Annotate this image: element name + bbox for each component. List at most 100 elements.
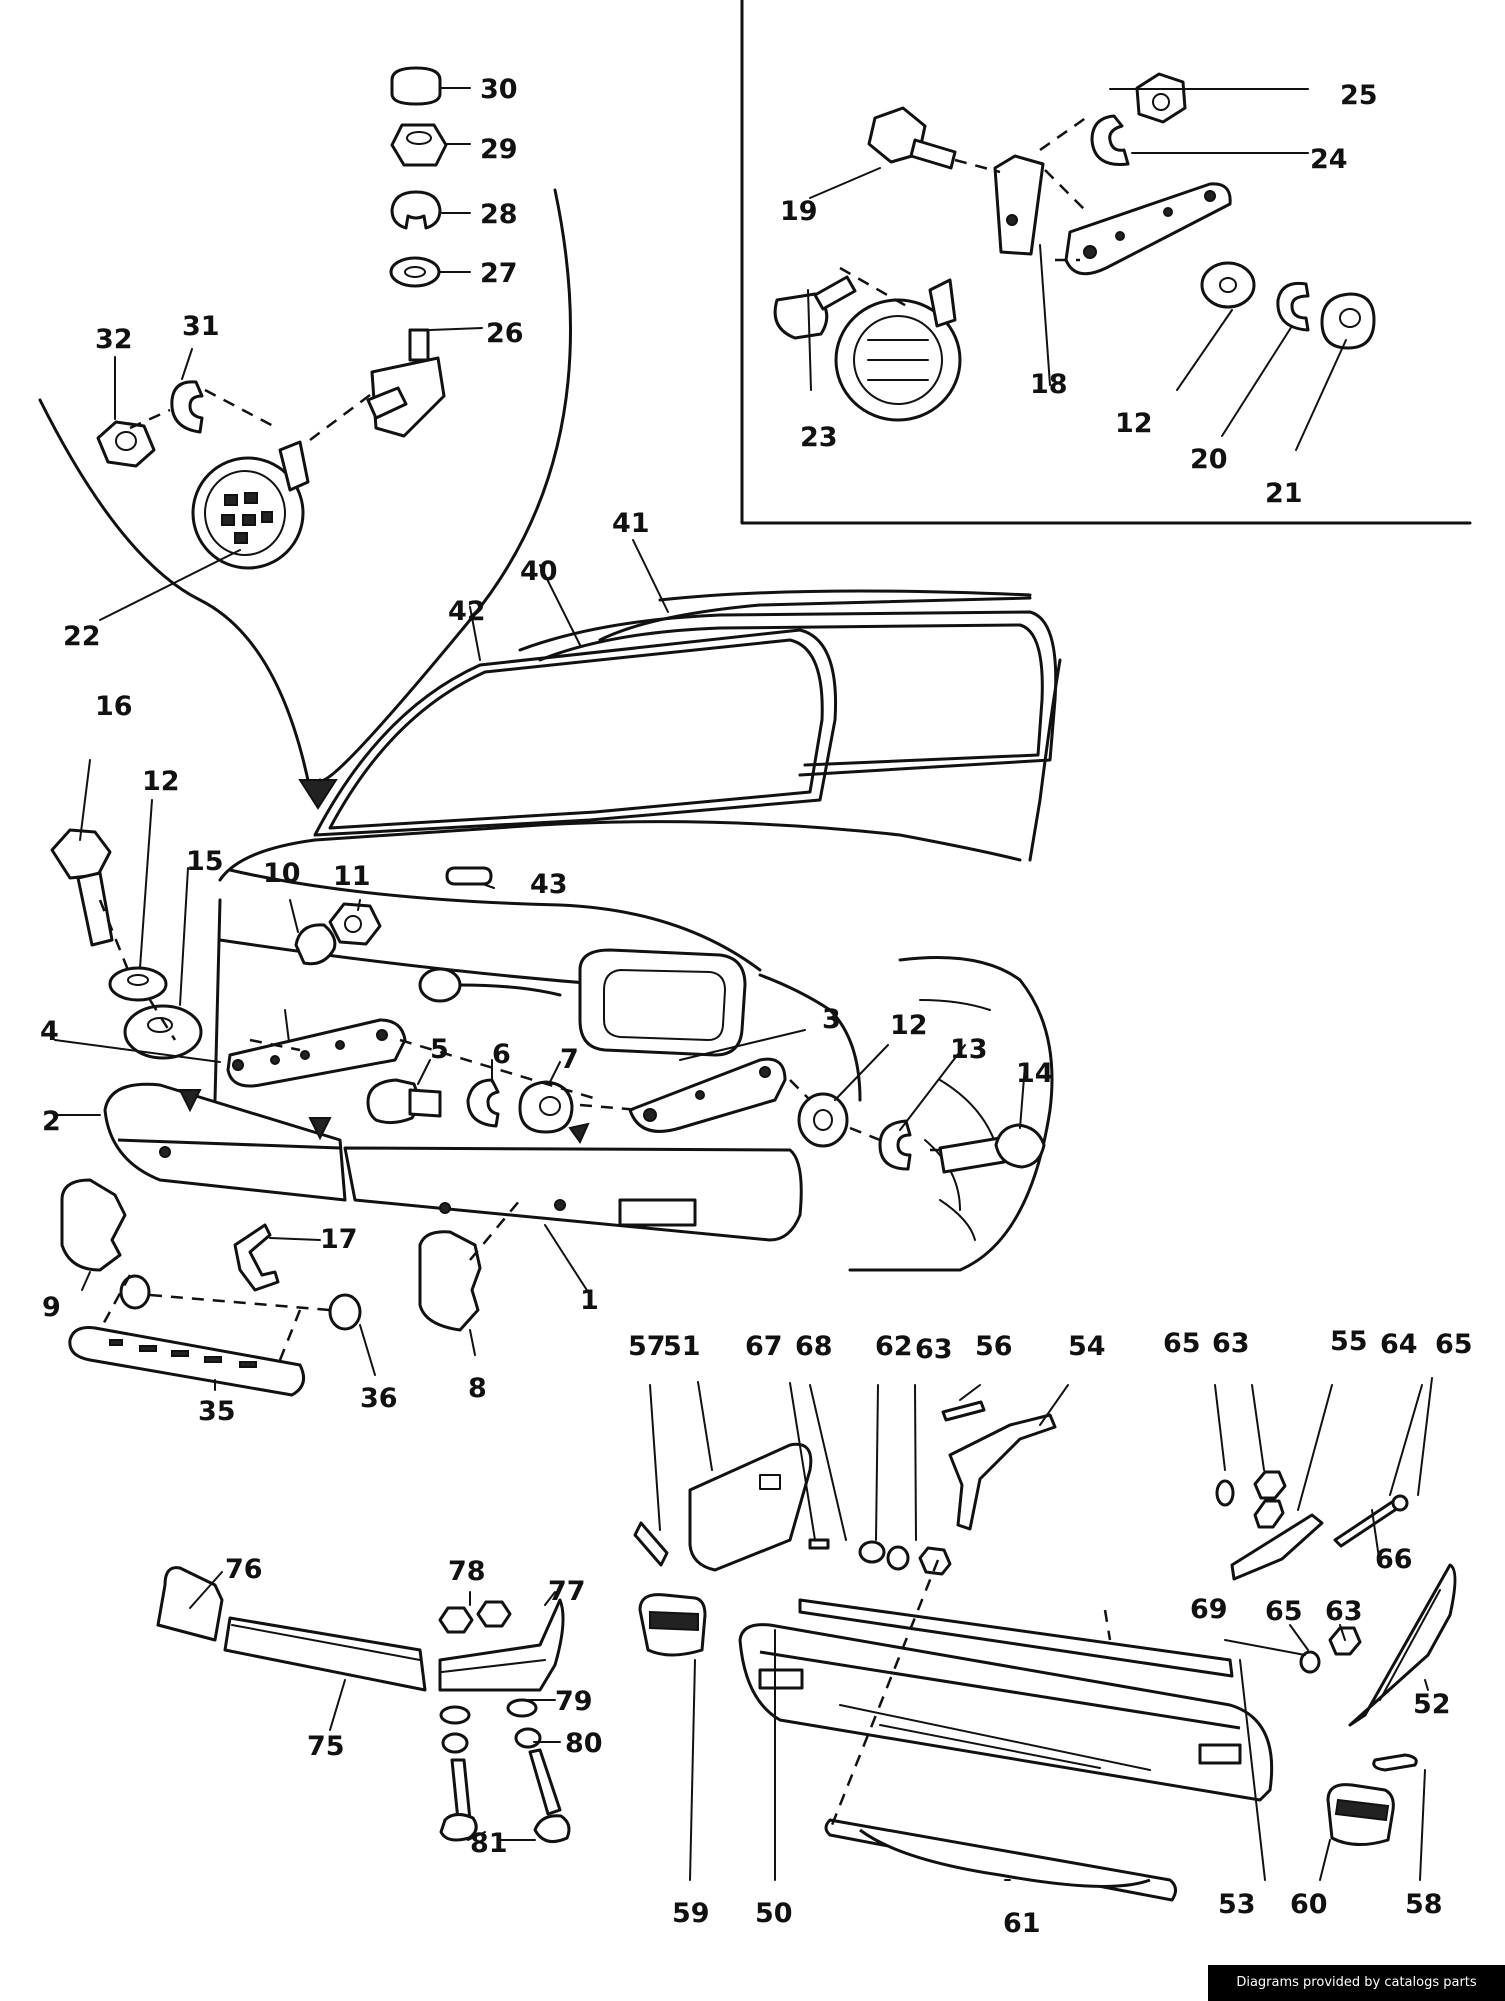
label-7: 7 xyxy=(560,1044,579,1075)
horn-22 xyxy=(191,440,310,570)
credit-banner: Diagrams provided by catalogs parts xyxy=(1208,1965,1505,2001)
badge-43 xyxy=(445,866,493,886)
grille-52 xyxy=(1348,1563,1457,1727)
clip-6 xyxy=(466,1078,500,1128)
nut-7 xyxy=(518,1080,574,1134)
label-15: 15 xyxy=(186,846,224,877)
clip-28 xyxy=(390,190,442,230)
label-65-low: 65 xyxy=(1265,1596,1303,1627)
label-62: 62 xyxy=(875,1331,913,1362)
label-3: 3 xyxy=(822,1004,841,1035)
label-53: 53 xyxy=(1218,1889,1256,1920)
bracket-4 xyxy=(226,1018,407,1088)
label-63-mid: 63 xyxy=(1212,1328,1250,1359)
label-60: 60 xyxy=(1290,1889,1328,1920)
label-66: 66 xyxy=(1375,1544,1413,1575)
nut-11 xyxy=(328,902,382,946)
rubber-36 xyxy=(119,1274,362,1331)
label-61: 61 xyxy=(1003,1908,1041,1939)
inset-bolt-19 xyxy=(867,106,957,170)
label-50: 50 xyxy=(755,1898,793,1929)
label-54: 54 xyxy=(1068,1331,1106,1362)
bolts-81 xyxy=(439,1748,571,1844)
label-64: 64 xyxy=(1380,1329,1418,1360)
bumper-upper-left-2 xyxy=(103,1082,347,1202)
bracket-17 xyxy=(233,1223,280,1292)
label-14: 14 xyxy=(1016,1058,1054,1089)
label-77: 77 xyxy=(548,1576,586,1607)
bulb-57 xyxy=(633,1521,669,1567)
callout-labels: 1 2 3 4 5 6 7 8 9 10 11 12 12 12 13 14 1… xyxy=(40,74,1473,1939)
washer-12-right xyxy=(797,1092,849,1148)
label-19: 19 xyxy=(780,196,818,227)
label-17: 17 xyxy=(320,1224,358,1255)
label-5: 5 xyxy=(430,1034,449,1065)
label-22: 22 xyxy=(63,621,101,652)
car-body xyxy=(213,589,1062,1272)
small-fasteners-62-68 xyxy=(808,1538,952,1576)
inset-horn xyxy=(834,278,962,422)
label-41: 41 xyxy=(612,508,650,539)
label-75: 75 xyxy=(307,1731,345,1762)
clips-80 xyxy=(441,1727,542,1754)
label-31: 31 xyxy=(182,311,220,342)
label-78: 78 xyxy=(448,1556,486,1587)
indicator-59 xyxy=(638,1593,707,1657)
inset-clip-20 xyxy=(1276,281,1310,332)
inset-arm-bracket xyxy=(1064,182,1232,276)
bolt-5 xyxy=(366,1078,442,1125)
bracket-56 xyxy=(941,1400,986,1422)
label-26: 26 xyxy=(486,318,524,349)
end-cap-9 xyxy=(60,1178,127,1272)
label-55: 55 xyxy=(1330,1326,1368,1357)
label-6: 6 xyxy=(492,1039,511,1070)
label-2: 2 xyxy=(42,1106,61,1137)
label-52: 52 xyxy=(1413,1689,1451,1720)
label-79: 79 xyxy=(555,1686,593,1717)
inset-box xyxy=(740,0,1472,525)
label-36: 36 xyxy=(360,1383,398,1414)
bolt-16 xyxy=(50,828,114,947)
stud-bracket-26 xyxy=(366,328,446,438)
bracket-54 xyxy=(948,1413,1057,1531)
label-63-low: 63 xyxy=(1325,1596,1363,1627)
label-63-top: 63 xyxy=(915,1334,953,1365)
indicator-60 xyxy=(1326,1783,1395,1846)
label-24: 24 xyxy=(1310,144,1348,175)
label-18: 18 xyxy=(1030,369,1068,400)
nuts-78 xyxy=(438,1600,512,1634)
label-10: 10 xyxy=(263,858,301,889)
washer-27 xyxy=(389,256,441,288)
label-28: 28 xyxy=(480,199,518,230)
bracket-55 xyxy=(1230,1499,1324,1581)
inset-nut-21 xyxy=(1320,292,1376,350)
label-68: 68 xyxy=(795,1331,833,1362)
label-4: 4 xyxy=(40,1016,59,1047)
lens-58 xyxy=(1372,1753,1418,1772)
valance-61 xyxy=(824,1818,1177,1902)
inset-bracket-18 xyxy=(993,154,1045,256)
screw-66 xyxy=(1333,1494,1409,1548)
label-69: 69 xyxy=(1190,1594,1228,1625)
label-11: 11 xyxy=(333,861,371,892)
clip-31 xyxy=(170,380,204,434)
inset-bolt-23 xyxy=(773,275,857,340)
label-51: 51 xyxy=(663,1331,701,1362)
label-13: 13 xyxy=(950,1034,988,1065)
label-57: 57 xyxy=(628,1331,666,1362)
label-30: 30 xyxy=(480,74,518,105)
label-9: 9 xyxy=(42,1292,61,1323)
label-56: 56 xyxy=(975,1331,1013,1362)
bumper-50 xyxy=(738,1623,1274,1802)
inset-washer-12 xyxy=(1200,261,1256,309)
trim-strip-35 xyxy=(68,1326,306,1397)
inset-clip-24 xyxy=(1090,114,1130,166)
nut-29 xyxy=(390,123,448,167)
label-1: 1 xyxy=(580,1285,599,1316)
label-12-right: 12 xyxy=(890,1010,928,1041)
label-27: 27 xyxy=(480,258,518,289)
spoiler-strip xyxy=(798,1598,1234,1678)
label-25: 25 xyxy=(1340,80,1378,111)
label-67: 67 xyxy=(745,1331,783,1362)
